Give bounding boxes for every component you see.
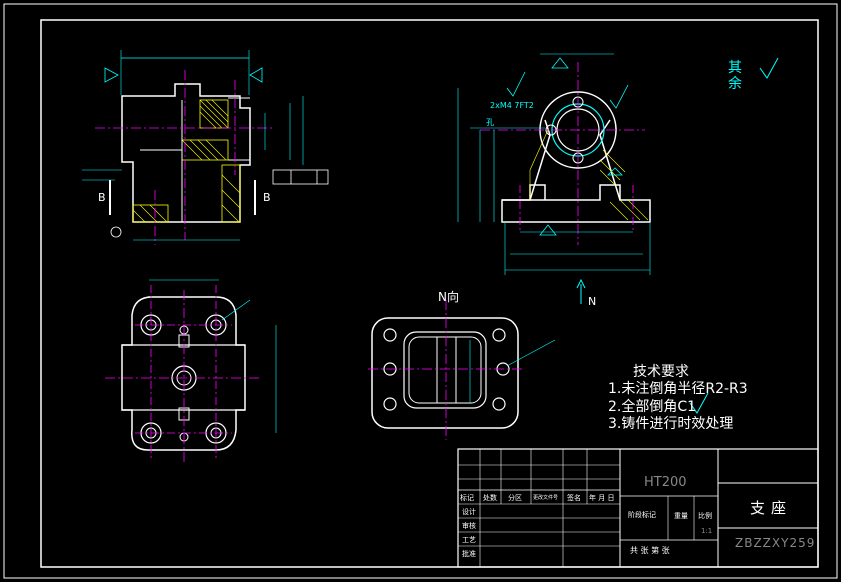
title-block-header-cell: 分区 [508,494,522,502]
title-block-header-cell: 更改文件号 [533,495,559,501]
title-block-header-cell: 签名 [567,494,581,502]
hole-callout: 2xM4 7FT2 [490,101,534,110]
section-label-right: B [263,191,271,204]
title-block-row-label: 标记 [460,494,474,502]
n-direction-view [368,300,556,440]
stage-label: 阶段标记 [628,511,656,519]
material-label: HT200 [644,475,687,490]
top-view [105,279,277,462]
hole-note: 孔 [486,118,494,127]
tech-requirement-item: 1.未注倒角半径R2-R3 [608,381,748,397]
title-block-row-label: 批准 [462,550,476,558]
scale-label: 比例 [698,512,712,520]
arrow-n-label: N [588,295,597,308]
drawing-code: ZBZZXY259 [735,536,816,550]
front-section-view [82,50,329,245]
tech-requirement-item: 2.全部倒角C1 [608,399,697,415]
section-label-left: B [98,191,106,204]
title-block-row-label: 审核 [462,522,476,530]
weight-label: 重量 [674,512,688,520]
roughness-symbol [689,392,709,414]
sheet-border [3,3,838,579]
hatch-region [199,99,229,129]
side-view [457,53,651,304]
scale-value: 1:1 [701,527,713,535]
title-block-header-cell: 处数 [483,494,497,502]
title-block-row-label: 工艺 [462,536,476,544]
part-name: 支座 [750,499,793,517]
title-block-row-label: 设计 [462,508,476,516]
title-block [457,448,819,568]
tech-requirements-title: 技术要求 [633,364,689,380]
view-direction-label: N向 [438,290,459,304]
roughness-symbol [759,57,779,79]
title-block-header-cell: 年 月 日 [589,494,615,502]
tech-requirement-item: 3.铸件进行时效处理 [608,416,734,432]
drawing-frame [40,19,819,568]
other-roughness-label: 其余 [728,60,742,92]
sheets-label: 共 张 第 张 [630,546,670,555]
